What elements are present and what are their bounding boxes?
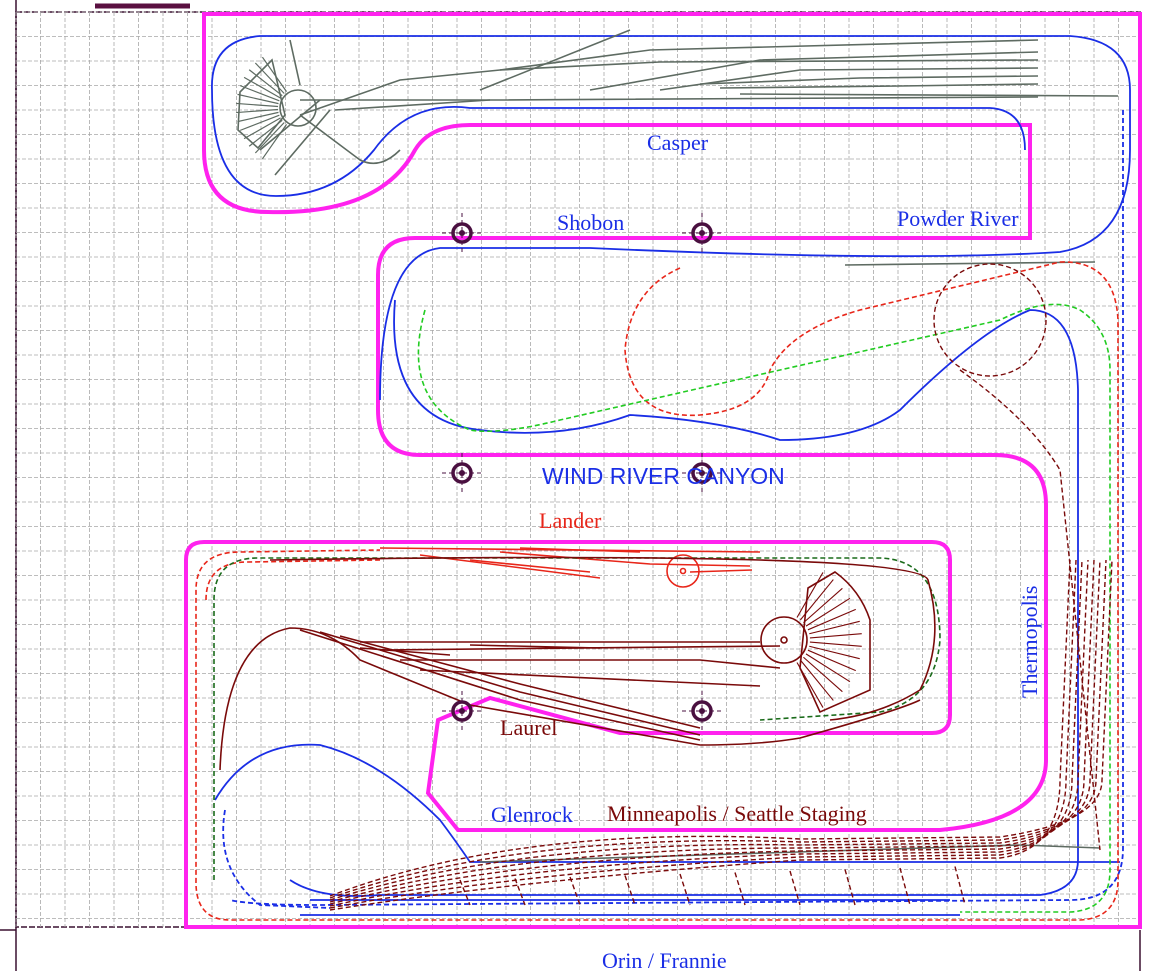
label-glenrock: Glenrock [491,802,573,827]
staging-track [734,872,746,906]
label-staging: Minneapolis / Seattle Staging [607,801,867,826]
turntable-ray [796,662,824,708]
staging-track [329,559,1083,907]
turntable-ray [243,117,281,140]
staging-track [569,876,581,906]
turntable-ray [239,85,280,102]
lander-yard [379,547,761,588]
staging-track [514,878,526,906]
turntable-ray [809,620,860,635]
staging-track [329,559,1095,903]
turntable-ray [239,114,280,131]
label-shobon: Shobon [557,210,624,235]
turntable-ray [803,587,843,624]
label-casper: Casper [647,130,709,155]
turntable-ray [248,69,283,97]
label-thermopolis: Thermopolis [1017,586,1042,698]
turntable-ray [261,124,288,160]
benchwork-outline [184,12,1142,929]
turntable-ray [800,579,834,621]
label-orin-frannie: Orin / Frannie [602,948,727,971]
crosshair-column-icon [682,691,722,731]
crosshair-column-icon [442,453,482,493]
turntable-ray [237,93,279,105]
turntable-ray [796,572,824,618]
grid [15,11,1140,927]
turntable-ray [248,119,283,147]
turntable-ray [809,641,862,647]
helix-track [933,263,1101,851]
turntable-icon [236,56,288,160]
turntable-ray [236,108,279,114]
turntable-ray [800,659,834,701]
label-powder-river: Powder River [897,206,1019,231]
turntable-ray [809,633,862,639]
dark-green-track [213,557,941,880]
staging-track [899,867,911,906]
staging-track [954,866,966,906]
staging-track [624,875,636,906]
turntable-ray [805,597,851,627]
turntable-ray [243,76,281,99]
red-branch-track [195,261,1119,921]
laurel-staging-track [219,556,936,771]
turntable-ray [807,608,856,631]
staging-track [459,879,471,906]
staging-tracks [329,559,1113,911]
turntable-ray [237,111,279,123]
turntable-ray [809,645,860,660]
staging-track [329,559,1101,901]
label-laurel: Laurel [500,715,557,740]
staging-track [329,559,1089,905]
turntable-ray [261,56,288,92]
crosshair-column-icon [442,213,482,253]
mainline-track [211,35,1131,916]
casper-yard [237,29,1119,863]
staging-track [329,559,1077,909]
support-columns [442,213,722,731]
staging-track [844,869,856,906]
turntable-ray [254,62,285,94]
staging-track [789,870,801,906]
turntable-ray [236,102,279,108]
label-wind-river-canyon: WIND RIVER CANYON [542,463,785,489]
turntable-ray [805,653,851,683]
turntable-ray [254,122,285,154]
crosshair-column-icon [682,453,722,493]
turntable-icon [796,572,862,708]
staging-track [329,559,1071,911]
turntable-ray [803,656,843,693]
green-track [417,303,1111,913]
turntable-ray [807,649,856,672]
label-lander: Lander [539,508,602,533]
crosshair-column-icon [682,213,722,253]
staging-track [329,559,1113,897]
crosshair-column-icon [442,691,482,731]
staging-track [679,873,691,906]
staging-track [329,559,1107,899]
